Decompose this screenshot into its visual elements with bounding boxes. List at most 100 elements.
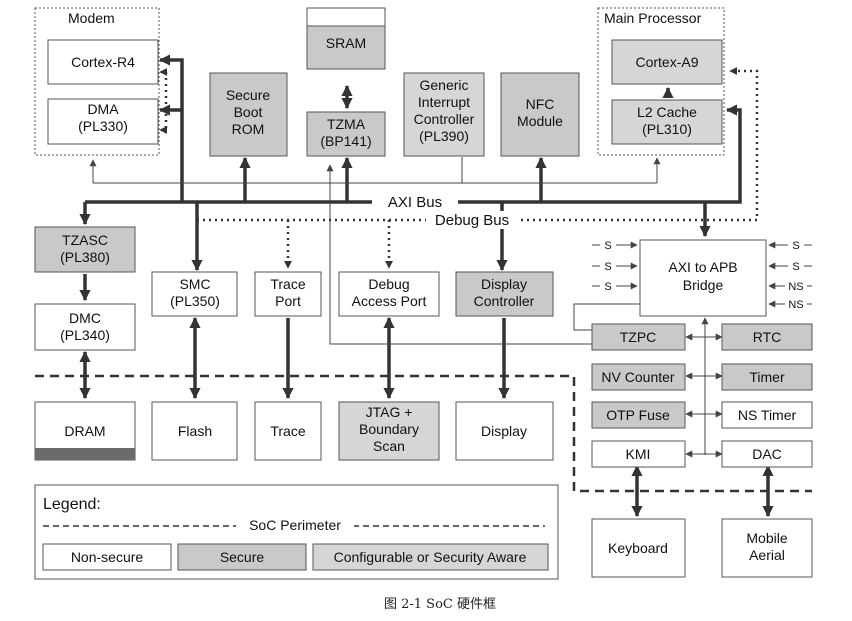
bridge-signal-right-4: NS	[788, 299, 803, 311]
block-label-line: Keyboard	[608, 540, 668, 556]
block-label-keyboard: Keyboard	[608, 540, 668, 556]
block-label-smc: SMC(PL350)	[170, 276, 220, 309]
figure-caption: 图 2-1 SoC 硬件框	[384, 597, 496, 612]
block-label-line: NFC	[526, 96, 555, 112]
axi-bus-label: AXI Bus	[388, 194, 442, 211]
block-label-line: Scan	[373, 438, 405, 454]
block-dma: DMA(PL330)	[47, 98, 159, 145]
block-label-kmi: KMI	[626, 446, 651, 462]
block-label-otp-fuse: OTP Fuse	[606, 407, 670, 423]
block-label-dac: DAC	[752, 446, 782, 462]
block-label-line: Access Port	[352, 293, 427, 309]
block-axi-apb-bridge: AXI to APB Bridge	[639, 239, 767, 317]
block-label-line: SRAM	[326, 35, 366, 51]
legend-configurable-swatch	[312, 543, 549, 571]
block-smc: SMC(PL350)	[151, 271, 238, 317]
block-nv-counter: NV Counter	[591, 363, 686, 391]
block-label-line: (PL340)	[60, 327, 110, 343]
block-tzma: TZMA(BP141)	[306, 111, 386, 157]
legend-configurable-label: Configurable or Security Aware	[334, 549, 527, 565]
block-label-line: TZPC	[620, 329, 657, 345]
block-tzasc: TZASC(PL380)	[34, 226, 136, 273]
connections	[35, 54, 812, 518]
block-label-line: Module	[517, 113, 563, 129]
block-label-tzpc: TZPC	[620, 329, 657, 345]
bridge-signal-left-2: S	[604, 261, 611, 273]
block-kmi: KMI	[591, 440, 686, 468]
block-label-line: Display	[481, 276, 527, 292]
block-label-line: AXI to APB	[668, 259, 737, 275]
block-label-tzma: TZMA(BP141)	[320, 116, 371, 149]
block-label-line: L2 Cache	[637, 104, 697, 120]
block-sram: SRAM	[306, 7, 386, 70]
block-timer: Timer	[721, 363, 813, 391]
block-label-line: Controller	[414, 111, 475, 127]
block-label-line: Generic	[419, 77, 468, 93]
block-label-trace: Trace	[270, 423, 305, 439]
block-label-dma: DMA(PL330)	[78, 101, 128, 134]
block-label-line: (PL390)	[419, 128, 469, 144]
tzpc-tzma-line	[326, 164, 592, 345]
block-label-line: Boundary	[359, 421, 419, 437]
block-label-dram: DRAM	[64, 423, 105, 439]
block-trace: Trace	[254, 401, 322, 461]
block-label-ns-timer: NS Timer	[738, 407, 797, 423]
block-label-flash: Flash	[178, 423, 212, 439]
block-label-sram: SRAM	[326, 35, 366, 51]
block-label-line: Debug	[368, 276, 409, 292]
block-label-line: OTP Fuse	[606, 407, 670, 423]
block-label-line: NV Counter	[601, 369, 674, 385]
legend-non-secure-label: Non-secure	[71, 549, 144, 565]
block-ns-timer: NS Timer	[721, 401, 813, 429]
legend: Legend: SoC Perimeter Non-secure Secure …	[34, 484, 559, 580]
bridge-signal-right-3: NS	[788, 281, 803, 293]
block-label-line: Cortex-R4	[71, 54, 135, 70]
block-label-line: TZASC	[62, 232, 108, 248]
block-dram: DRAM	[34, 401, 136, 461]
legend-non-secure-swatch	[42, 543, 172, 571]
block-flash: Flash	[151, 401, 238, 461]
block-dmc: DMC(PL340)	[34, 303, 136, 351]
block-cortex-r4: Cortex-R4	[47, 39, 159, 85]
block-label-line: Bridge	[683, 277, 724, 293]
block-label-line: Secure	[226, 87, 271, 103]
block-label-display: Display	[481, 423, 527, 439]
block-label-line: DRAM	[64, 423, 105, 439]
legend-title: Legend:	[43, 496, 101, 513]
legend-perimeter-label: SoC Perimeter	[249, 517, 341, 533]
block-label-line: (PL310)	[642, 121, 692, 137]
block-label-line: DMC	[69, 310, 101, 326]
block-label-line: NS Timer	[738, 407, 797, 423]
block-label-line: Flash	[178, 423, 212, 439]
block-label-tzasc: TZASC(PL380)	[60, 232, 110, 265]
block-label-line: Port	[275, 293, 301, 309]
block-label-line: (PL380)	[60, 249, 110, 265]
block-label-line: Timer	[749, 369, 785, 385]
block-label-line: KMI	[626, 446, 651, 462]
bridge-signal-left-3: S	[604, 281, 611, 293]
main-processor-region-label: Main Processor	[604, 10, 702, 26]
block-label-line: JTAG +	[366, 404, 413, 420]
block-keyboard: Keyboard	[591, 518, 686, 578]
block-label-line: Cortex-A9	[635, 54, 698, 70]
block-label-line: DMA	[87, 101, 119, 117]
block-tzpc: TZPC	[591, 323, 686, 351]
modem-region	[34, 7, 160, 156]
block-label-line: Aerial	[749, 547, 785, 563]
block-label-line: (PL330)	[78, 118, 128, 134]
block-rtc: RTC	[721, 323, 813, 351]
